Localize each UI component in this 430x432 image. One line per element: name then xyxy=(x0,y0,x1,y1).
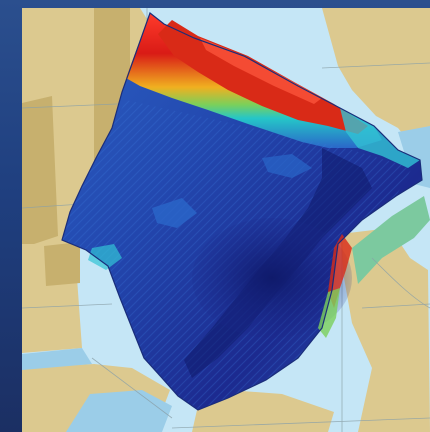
chart-dock-left xyxy=(22,96,58,244)
survey-deep-basin xyxy=(192,218,352,338)
survey-shoal-1 xyxy=(152,198,197,228)
survey-rim-upper-right xyxy=(340,108,420,168)
chart-channel-bottom-left xyxy=(22,348,92,370)
chart-shoreline-green xyxy=(352,196,430,284)
map-frame xyxy=(22,8,430,432)
chart-contours xyxy=(22,8,430,432)
chart-land-bottom xyxy=(192,388,334,432)
survey-shoal-3 xyxy=(262,154,312,178)
survey-edge-green xyxy=(318,288,340,338)
survey-outline xyxy=(61,12,423,411)
survey-peak-highlight xyxy=(200,38,322,104)
map-canvas[interactable] xyxy=(22,8,430,432)
survey-shoal-2 xyxy=(88,244,122,270)
chart-channel-bottom xyxy=(66,390,172,432)
chart-dock-strip xyxy=(44,242,80,286)
survey-edge-red xyxy=(328,234,352,308)
survey-overlay xyxy=(61,12,423,411)
chart-land-upper-right xyxy=(322,8,430,148)
